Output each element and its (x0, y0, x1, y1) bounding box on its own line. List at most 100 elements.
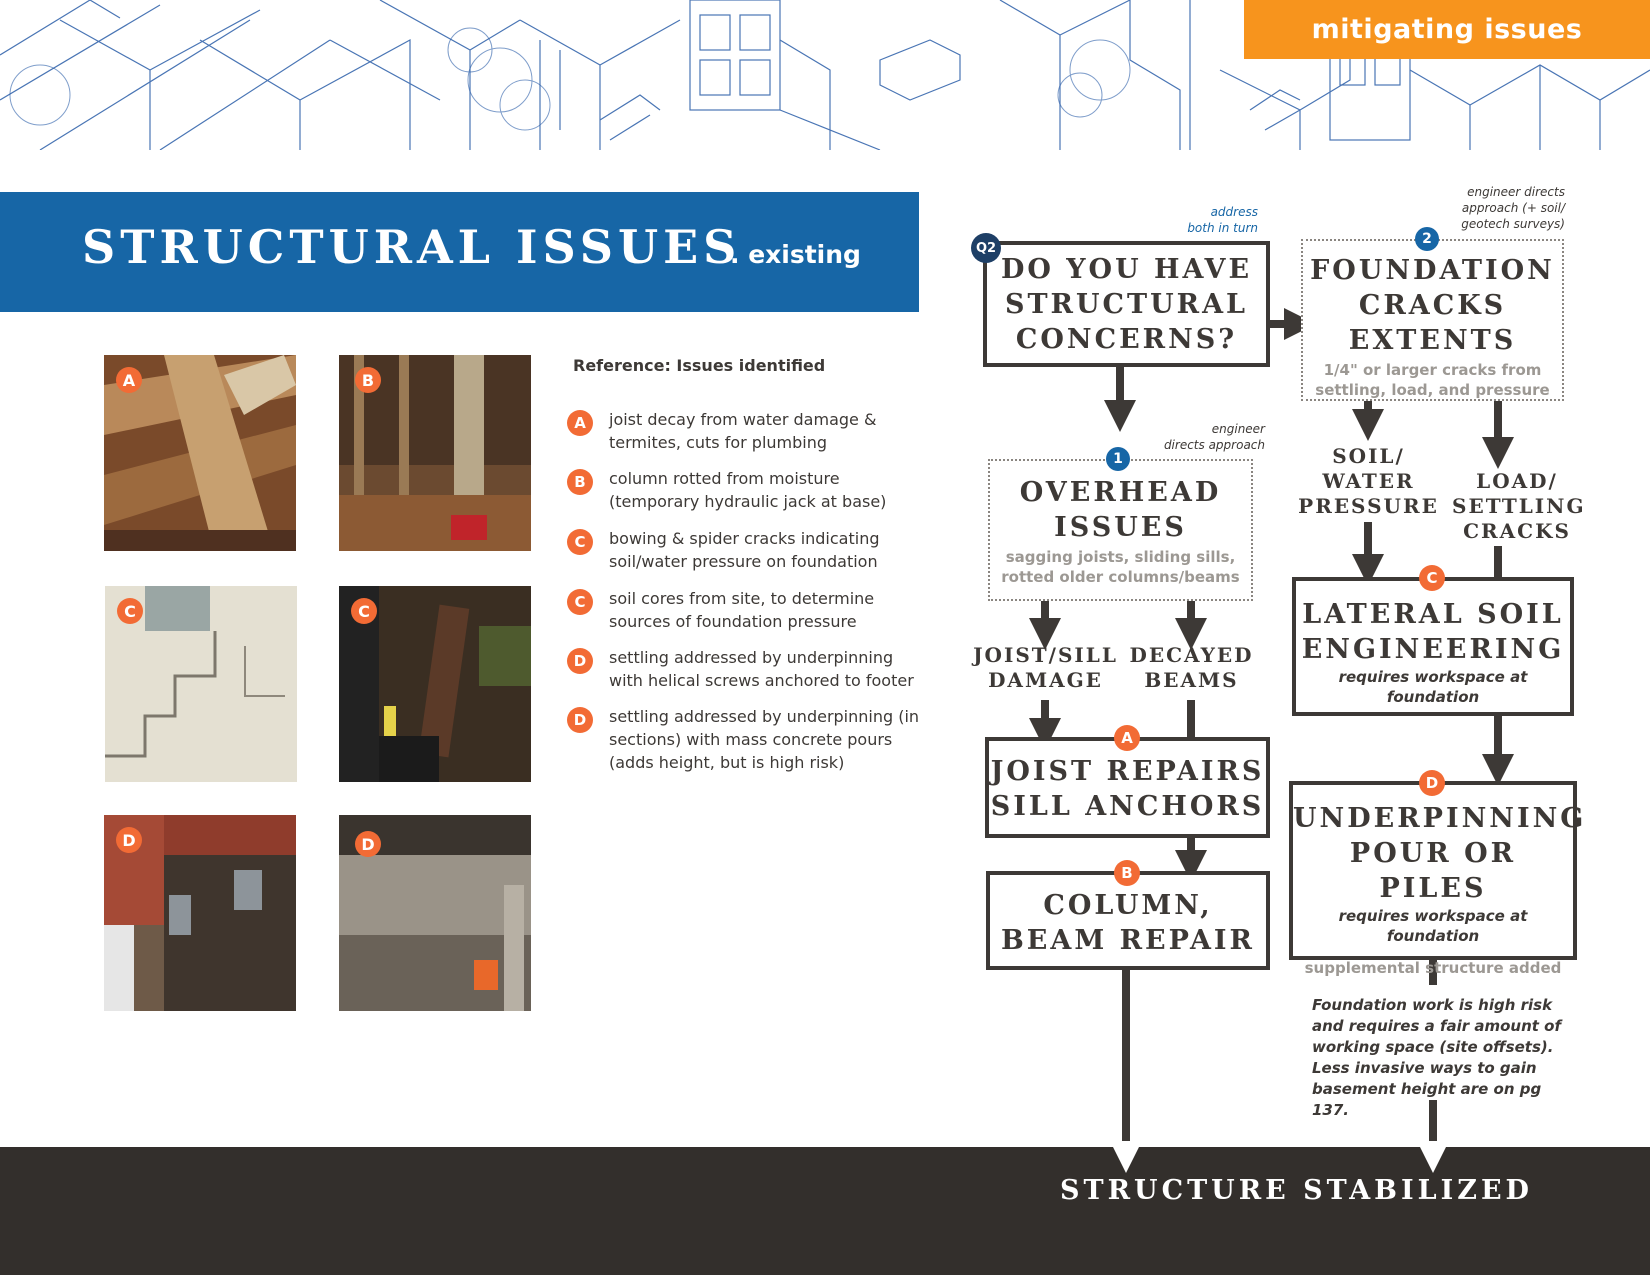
city-illustration (0, 0, 1650, 150)
reference-badge: A (567, 410, 593, 436)
reference-heading: Reference: Issues identified (573, 356, 826, 375)
photo-badge: C (117, 598, 143, 624)
underpin-line-2: POUR OR PILES (1349, 838, 1517, 904)
title-bar (0, 192, 919, 312)
foundation-risk-note: Foundation work is high risk and require… (1312, 995, 1582, 1121)
overhead-box: OVERHEAD ISSUES sagging joists, sliding … (988, 459, 1253, 601)
overhead-note-line-1: engineer (1211, 422, 1265, 436)
lateral-desc-1: requires workspace at (1338, 668, 1528, 686)
joist-repairs-line-1: JOIST REPAIRS (990, 756, 1265, 787)
foundation-note-line-3: geotech surveys) (1461, 217, 1565, 231)
beam-branch-line-2: BEAMS (1144, 668, 1239, 692)
underpin-badge: D (1419, 770, 1445, 796)
soil-branch-line-1: SOIL/ (1332, 444, 1405, 468)
joist-branch-line-2: DAMAGE (988, 668, 1103, 692)
overhead-line-2: ISSUES (1054, 512, 1187, 543)
lateral-desc-2: foundation (1386, 688, 1480, 706)
photo-badge: D (355, 831, 381, 857)
photo-badge: B (355, 367, 381, 393)
load-branch-line-2: SETTLING (1452, 494, 1586, 518)
joist-sill-branch: JOIST/SILL DAMAGE (968, 643, 1123, 693)
q2-note-line-2: both in turn (1187, 221, 1258, 235)
foundation-note-line-2: approach (+ soil/ (1461, 201, 1565, 215)
footnote-line-4: Less invasive ways to gain (1312, 1059, 1537, 1077)
photo-badge: D (116, 827, 142, 853)
overhead-note: engineer directs approach (1100, 421, 1265, 453)
overhead-desc-2: rotted older columns/beams (1001, 568, 1240, 586)
load-branch-line-1: LOAD/ (1476, 469, 1558, 493)
lateral-soil-box: LATERAL SOIL ENGINEERING requires worksp… (1292, 577, 1574, 716)
footnote-line-2: and requires a fair amount of (1312, 1017, 1562, 1035)
overhead-note-line-2: directs approach (1163, 438, 1265, 452)
joist-branch-line-1: JOIST/SILL (973, 643, 1118, 667)
reference-text: bowing & spider cracks indicating soil/w… (609, 529, 880, 571)
joist-repairs-box: JOIST REPAIRS SILL ANCHORS (985, 737, 1270, 838)
foundation-line-2: CRACKS (1358, 290, 1507, 321)
soil-branch-line-3: PRESSURE (1298, 494, 1439, 518)
underpin-extra: supplemental structure added (1304, 959, 1562, 977)
foundation-number: 2 (1415, 227, 1439, 251)
joist-repairs-badge: A (1114, 725, 1140, 751)
reference-badge: D (567, 707, 593, 733)
load-settling-branch: LOAD/ SETTLING CRACKS (1452, 469, 1586, 544)
q2-note-line-1: address (1210, 205, 1258, 219)
q2-line-1: DO YOU HAVE (1000, 254, 1253, 285)
decayed-beams-branch: DECAYED BEAMS (1124, 643, 1259, 693)
load-branch-line-3: CRACKS (1463, 519, 1571, 543)
foundation-desc-2: settling, load, and pressure (1315, 381, 1550, 399)
column-repair-badge: B (1114, 860, 1140, 886)
reference-text: soil cores from site, to determine sourc… (609, 589, 875, 631)
overhead-line-1: OVERHEAD (1019, 477, 1222, 508)
q2-note: address both in turn (1100, 204, 1258, 236)
footnote-line-1: Foundation work is high risk (1312, 996, 1553, 1014)
reference-badge: D (567, 648, 593, 674)
reference-badge: C (567, 529, 593, 555)
lateral-line-2: ENGINEERING (1301, 634, 1565, 665)
joist-decay-image (104, 355, 296, 551)
reference-badge: C (567, 589, 593, 615)
reference-badge: B (567, 469, 593, 495)
photo-joist-decay: A (104, 355, 296, 551)
bottom-bar (0, 1147, 1650, 1275)
photo-soil-cores: C (339, 586, 531, 782)
mass-concrete-image (339, 815, 531, 1011)
foundation-line-1: FOUNDATION (1310, 255, 1555, 286)
underpinning-box: UNDERPINNING POUR OR PILES requires work… (1289, 781, 1587, 977)
joist-repairs-line-2: SILL ANCHORS (990, 791, 1265, 822)
photo-badge: A (116, 367, 142, 393)
photo-helical-underpinning: D (104, 815, 296, 1011)
foundation-note-line-1: engineer directs (1467, 185, 1565, 199)
section-tag: mitigating issues (1244, 0, 1650, 59)
underpin-line-1: UNDERPINNING (1293, 803, 1587, 834)
photo-badge: C (351, 598, 377, 624)
city-line-drawing (0, 0, 1650, 150)
underpin-desc-1: requires workspace at (1338, 907, 1528, 925)
column-repair-line-1: COLUMN, (1043, 890, 1213, 921)
reference-text: column rotted from moisture (temporary h… (609, 469, 887, 511)
foundation-line-3: EXTENTS (1348, 325, 1517, 356)
footnote-line-5: basement height are on pg 137. (1312, 1080, 1542, 1119)
foundation-box: FOUNDATION CRACKS EXTENTS 1/4" or larger… (1301, 239, 1564, 401)
footnote-line-3: working space (site offsets). (1312, 1038, 1554, 1056)
photo-rotted-column: B (339, 355, 531, 551)
foundation-note: engineer directs approach (+ soil/ geote… (1380, 184, 1565, 232)
final-outcome-label: STRUCTURE STABILIZED (1060, 1175, 1533, 1206)
q2-line-2: STRUCTURAL (1004, 289, 1249, 320)
lateral-badge: C (1419, 565, 1445, 591)
column-repair-box: COLUMN, BEAM REPAIR (986, 871, 1270, 970)
overhead-desc-1: sagging joists, sliding sills, (1005, 548, 1236, 566)
beam-branch-line-1: DECAYED (1129, 643, 1254, 667)
reference-text: settling addressed by underpinning (in s… (609, 707, 920, 772)
page-title: STRUCTURAL ISSUES (82, 220, 742, 274)
reference-text: settling addressed by underpinning with … (609, 648, 914, 690)
soil-water-branch: SOIL/ WATER PRESSURE (1276, 444, 1461, 519)
overhead-number: 1 (1106, 447, 1130, 471)
foundation-desc-1: 1/4" or larger cracks from (1323, 361, 1542, 379)
underpin-desc-2: foundation (1386, 927, 1480, 945)
q2-box: DO YOU HAVE STRUCTURAL CONCERNS? (983, 241, 1270, 367)
lateral-line-1: LATERAL SOIL (1302, 599, 1564, 630)
soil-branch-line-2: WATER (1322, 469, 1415, 493)
page-subtitle: . existing (730, 240, 861, 269)
reference-text: joist decay from water damage & termites… (609, 410, 877, 452)
